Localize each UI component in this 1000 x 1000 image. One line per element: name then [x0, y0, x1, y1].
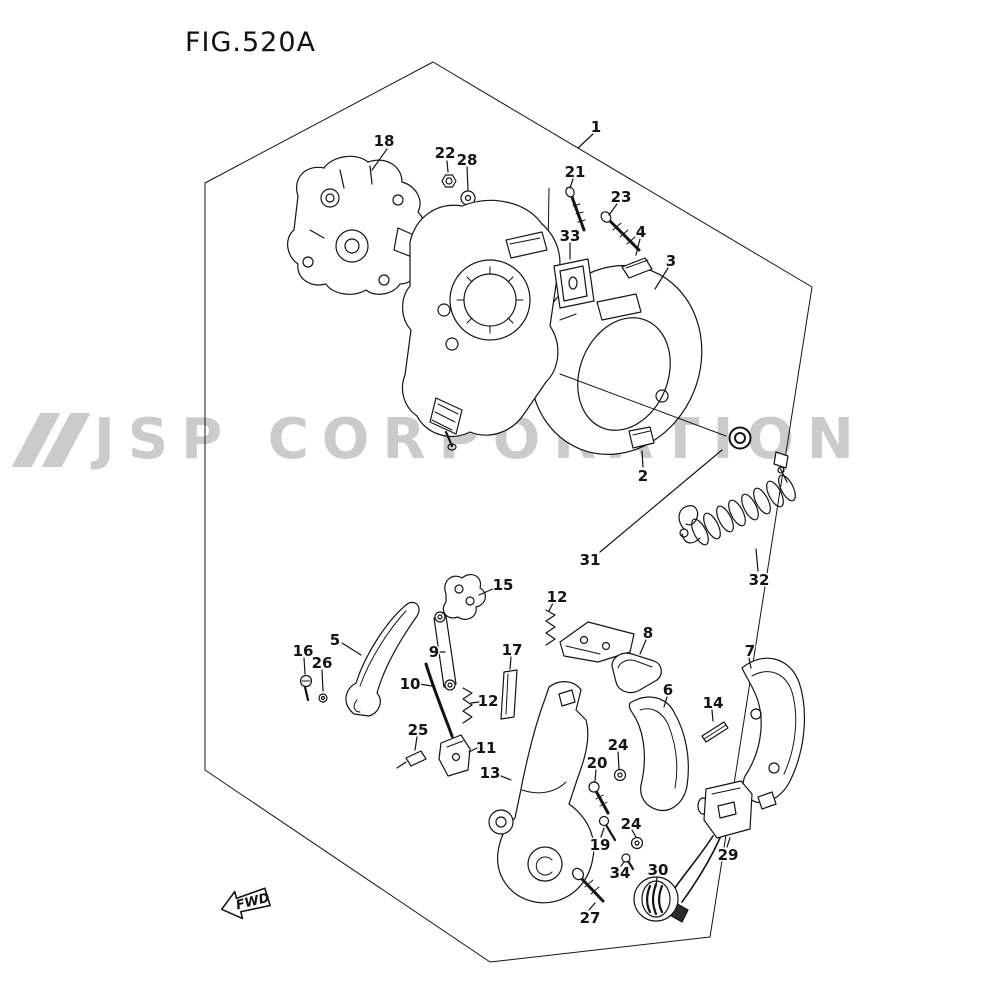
part-label-28: 28 [457, 151, 478, 169]
part-32-lanyard-spring [678, 451, 796, 546]
part-label-17: 17 [502, 641, 523, 659]
assembly-box-outline [204, 61, 813, 963]
part-label-10: 10 [400, 675, 421, 693]
part-label-20: 20 [587, 754, 608, 772]
part-16-screw [299, 674, 313, 702]
part-14-pin [701, 721, 729, 743]
part-2-cap [628, 426, 655, 449]
part-label-13: 13 [480, 764, 501, 782]
part-label-16: 16 [293, 642, 314, 660]
part-label-1: 1 [591, 118, 601, 136]
part-7-side-cover [741, 657, 806, 810]
part-13-control-lever [488, 681, 595, 904]
part-6-cover-piece [628, 696, 689, 812]
part-label-5: 5 [330, 631, 340, 649]
part-18-bracket-assembly [287, 155, 440, 295]
part-27-screw [571, 867, 605, 903]
part-label-24: 24 [621, 815, 642, 833]
part-label-12: 12 [478, 692, 499, 710]
part-label-19: 19 [590, 836, 611, 854]
part-4-plate [621, 257, 653, 279]
part-31-grommet [559, 373, 752, 450]
leader-lines [303, 133, 759, 911]
part-23-screw [600, 211, 641, 252]
part-label-22: 22 [435, 144, 456, 162]
part-label-3: 3 [666, 252, 676, 270]
part-19-screw [598, 815, 617, 842]
part-label-12: 12 [547, 588, 568, 606]
part-12-spring-upper [545, 609, 556, 646]
part-label-24: 24 [608, 736, 629, 754]
part-3-housing-cover [529, 264, 703, 456]
part-label-15: 15 [493, 576, 514, 594]
part-label-2: 2 [638, 467, 648, 485]
part-label-8: 8 [643, 624, 653, 642]
part-label-21: 21 [565, 163, 586, 181]
part-label-4: 4 [636, 223, 646, 241]
part-label-6: 6 [663, 681, 673, 699]
part-11-bracket [438, 734, 471, 777]
part-label-11: 11 [476, 739, 497, 757]
part-33-switch [553, 258, 595, 309]
part-label-33: 33 [560, 227, 581, 245]
part-26-washer [318, 693, 328, 703]
part-label-9: 9 [429, 643, 439, 661]
part-label-18: 18 [374, 132, 395, 150]
fwd-arrow-shape [220, 887, 271, 920]
part-34-screw [621, 853, 635, 871]
part-label-27: 27 [580, 909, 601, 927]
part-8-pad [611, 652, 662, 694]
part-30-knob [633, 876, 679, 922]
figure-title: FIG.520A [185, 27, 317, 58]
part-24-washer-upper [613, 768, 627, 782]
part-15-bracket [442, 574, 486, 620]
part-24-washer-lower [630, 836, 644, 850]
part-label-31: 31 [580, 551, 601, 569]
part-22-nut [441, 174, 457, 188]
part-label-7: 7 [745, 642, 755, 660]
part-12-spring-lower [462, 687, 473, 724]
part-5-lever [345, 601, 420, 717]
part-label-23: 23 [611, 188, 632, 206]
fwd-arrow-label: FWD [235, 891, 272, 914]
part-label-30: 30 [648, 861, 669, 879]
part-17-strip [500, 669, 518, 720]
part-20-screw [588, 781, 610, 815]
part-label-14: 14 [703, 694, 724, 712]
detent-plate [559, 621, 635, 663]
part-label-34: 34 [610, 864, 631, 882]
main-panel [401, 199, 561, 451]
part-label-32: 32 [749, 571, 770, 589]
part-label-25: 25 [408, 721, 429, 739]
fwd-arrow: FWD [220, 887, 272, 920]
part-label-29: 29 [718, 846, 739, 864]
part-label-26: 26 [312, 654, 333, 672]
part-25-clip [396, 750, 427, 769]
